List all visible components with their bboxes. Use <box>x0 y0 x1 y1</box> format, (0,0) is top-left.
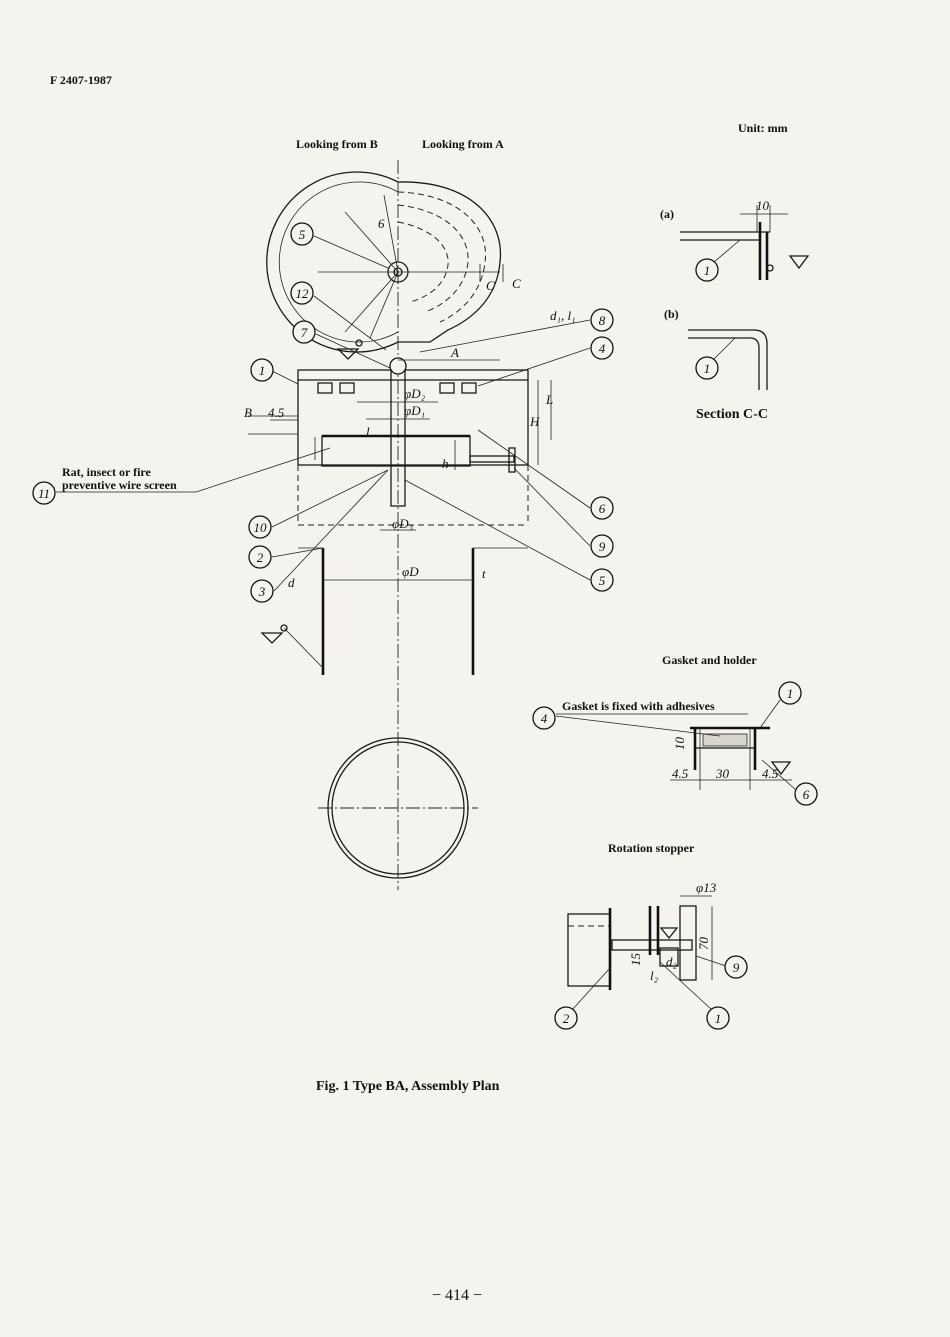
cut-line-label: C <box>512 276 521 291</box>
svg-text:4: 4 <box>541 711 548 726</box>
section-cc: (a) 10 1 (b) 1 Section C-C <box>660 198 810 422</box>
stopper-dim-13: φ13 <box>696 880 717 895</box>
dim-h-lower: h <box>442 456 449 471</box>
svg-text:8: 8 <box>599 313 606 328</box>
svg-text:5: 5 <box>299 227 306 242</box>
rotation-stopper-detail: Rotation stopper φ13 70 15 d₂ l₂ 2 1 9 <box>554 841 748 1030</box>
dim-d1-l1: d₁, l₁ <box>550 308 576 323</box>
gasket-title: Gasket and holder <box>662 653 757 667</box>
view-a-label: Looking from A <box>422 137 504 151</box>
svg-text:1: 1 <box>787 686 794 701</box>
callout-7: 7 <box>292 320 316 344</box>
callout-9: 9 <box>590 534 614 558</box>
screen-label-1: Rat, insect or fire <box>62 465 152 479</box>
callout-10: 10 <box>248 515 272 539</box>
stopper-dim-l2: l₂ <box>650 968 659 983</box>
mushroom-head <box>266 171 504 353</box>
dim-a: A <box>450 345 459 360</box>
svg-text:6: 6 <box>803 787 810 802</box>
svg-text:2: 2 <box>563 1011 570 1026</box>
dim-t: t <box>482 566 486 581</box>
weld-symbol <box>280 624 288 632</box>
weld-symbol <box>355 339 363 347</box>
svg-text:1: 1 <box>704 263 711 278</box>
svg-text:1: 1 <box>704 361 711 376</box>
doc-number: F 2407-1987 <box>50 73 112 87</box>
dim-h-upper: H <box>529 414 540 429</box>
callout-5: 5 <box>290 222 314 246</box>
view-b-label: Looking from B <box>296 137 378 151</box>
svg-text:1: 1 <box>715 1011 722 1026</box>
svg-text:10: 10 <box>254 520 268 535</box>
dim-l-lower: l <box>366 424 370 439</box>
plan-circle <box>318 737 478 879</box>
section-b-label: (b) <box>664 307 679 321</box>
gasket-detail: Gasket and holder Gasket is fixed with a… <box>532 653 818 806</box>
callout-1: 1 <box>250 358 274 382</box>
dim-phi-d: φD <box>402 564 419 579</box>
dim-phi-d2: φD₂ <box>404 386 426 401</box>
dim-6: 6 <box>378 216 385 231</box>
svg-text:9: 9 <box>599 539 606 554</box>
section-dim-10: 10 <box>756 198 770 213</box>
gasket-note: Gasket is fixed with adhesives <box>562 699 715 713</box>
dim-l-upper: L <box>545 392 553 407</box>
dim-phi-d1: φD₁ <box>404 403 425 418</box>
callout-5b: 5 <box>590 568 614 592</box>
dim-phi-d3: φD₃ <box>392 516 413 531</box>
callout-12: 12 <box>290 281 314 305</box>
svg-text:12: 12 <box>296 286 310 301</box>
leader-lines <box>271 235 591 592</box>
svg-text:9: 9 <box>733 960 740 975</box>
stopper-dim-d2: d₂ <box>666 954 678 969</box>
callout-4: 4 <box>590 336 614 360</box>
figure-caption: Fig. 1 Type BA, Assembly Plan <box>316 1079 500 1094</box>
callout-6: 6 <box>590 496 614 520</box>
stopper-dim-15: 15 <box>628 953 643 967</box>
section-a-label: (a) <box>660 207 674 221</box>
svg-text:7: 7 <box>301 325 308 340</box>
svg-text:11: 11 <box>38 486 50 501</box>
dim-4-5: 4.5 <box>268 405 285 420</box>
callout-3: 3 <box>250 579 274 603</box>
callout-2: 2 <box>248 545 272 569</box>
screen-label-2: preventive wire screen <box>62 478 177 492</box>
stopper-title: Rotation stopper <box>608 841 695 855</box>
svg-text:6: 6 <box>599 501 606 516</box>
section-title: Section C-C <box>696 407 768 422</box>
dim-d: d <box>288 575 295 590</box>
svg-text:1: 1 <box>259 363 266 378</box>
weld-symbol <box>260 632 284 644</box>
gasket-dim-4-5b: 4.5 <box>762 766 779 781</box>
svg-text:2: 2 <box>257 550 264 565</box>
cut-line-label: C <box>486 278 495 293</box>
page-number: − 414 − <box>432 1287 482 1304</box>
svg-text:3: 3 <box>258 584 266 599</box>
lower-tube <box>298 547 528 675</box>
spindle <box>389 357 407 507</box>
gasket-dim-10: 10 <box>672 737 687 751</box>
dim-b: B <box>244 405 252 420</box>
unit-label: Unit: mm <box>738 121 788 135</box>
svg-text:5: 5 <box>599 573 606 588</box>
stopper-dim-70: 70 <box>696 937 711 951</box>
callout-11: 11 <box>32 481 56 505</box>
svg-text:4: 4 <box>599 341 606 356</box>
callout-8: 8 <box>590 308 614 332</box>
gasket-dim-30: 30 <box>715 766 730 781</box>
gasket-dim-4-5a: 4.5 <box>672 766 689 781</box>
